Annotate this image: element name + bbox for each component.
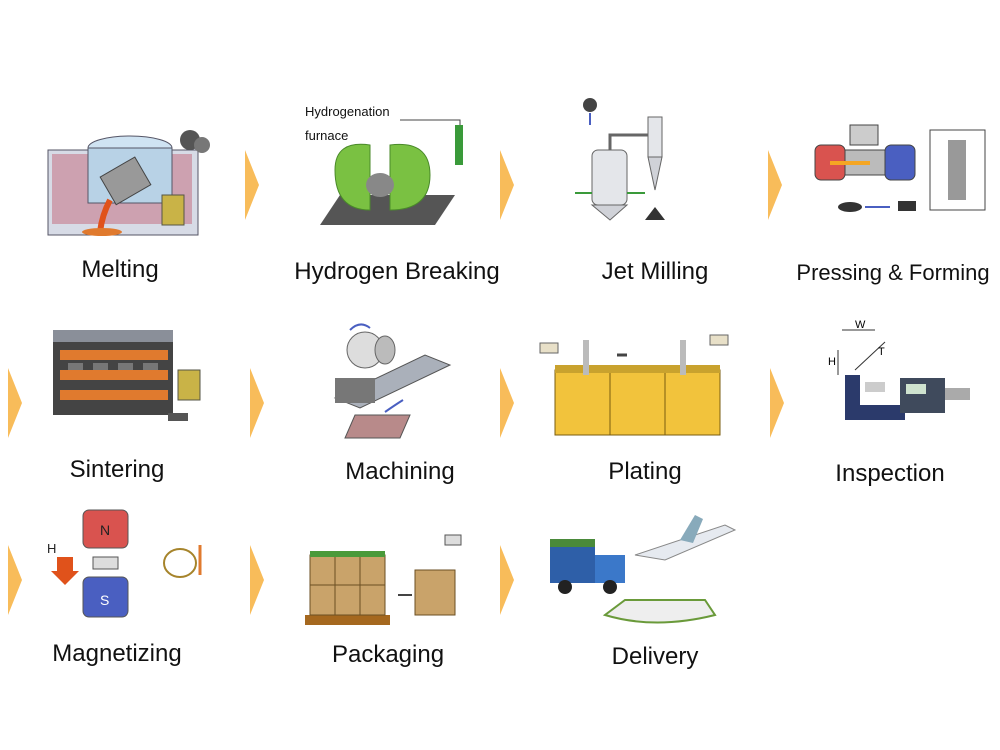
axis-w: W — [855, 319, 866, 331]
arrow-icon — [500, 368, 514, 438]
sintering-furnace-icon — [53, 330, 201, 421]
annotation-hydrogenation: Hydrogenation — [305, 104, 390, 119]
step-plating — [535, 325, 740, 440]
delivery-vehicles-icon — [550, 515, 737, 624]
pole-n: N — [100, 522, 110, 538]
step-hydrogen-breaking: Hydrogenation furnace — [295, 100, 475, 240]
melting-furnace-icon — [47, 130, 210, 236]
arrow-icon — [768, 150, 782, 220]
plating-tank-icon — [539, 334, 729, 436]
step-pressing-forming — [810, 115, 990, 225]
field-h: H — [47, 541, 56, 556]
step-delivery — [545, 505, 745, 635]
axis-t: T — [878, 346, 885, 358]
step-label-jet-milling: Jet Milling — [601, 258, 709, 285]
axis-h: H — [828, 356, 836, 368]
step-melting — [40, 120, 220, 240]
arrow-icon — [770, 368, 784, 438]
arrow-icon — [500, 545, 514, 615]
micrometer-icon: W H T — [828, 319, 970, 420]
step-sintering — [48, 325, 213, 425]
magnetizer-icon: N S H — [47, 509, 202, 618]
arrow-icon — [250, 368, 264, 438]
machining-icon — [333, 323, 452, 439]
step-machining — [325, 320, 465, 440]
jet-mill-icon — [575, 98, 665, 221]
arrow-icon — [8, 545, 22, 615]
step-label-machining: Machining — [345, 458, 455, 485]
step-label-delivery: Delivery — [611, 643, 699, 670]
step-label-sintering: Sintering — [69, 456, 165, 483]
press-icon — [814, 124, 986, 212]
step-inspection: W H T — [820, 319, 975, 440]
step-label-hydrogen-breaking: Hydrogen Breaking — [294, 258, 500, 285]
step-magnetizing: N S H — [45, 505, 220, 625]
arrow-icon — [250, 545, 264, 615]
step-label-pressing-forming: Pressing & Forming — [796, 260, 990, 285]
arrow-icon — [245, 150, 259, 220]
arrow-icon — [8, 368, 22, 438]
pole-s: S — [100, 592, 109, 608]
arrow-icon — [500, 150, 514, 220]
step-label-melting: Melting — [81, 256, 159, 283]
step-label-inspection: Inspection — [835, 460, 945, 487]
annotation-furnace: furnace — [305, 128, 349, 143]
step-label-magnetizing: Magnetizing — [52, 640, 182, 667]
step-label-plating: Plating — [608, 458, 682, 485]
step-label-packaging: Packaging — [331, 641, 445, 668]
packaging-boxes-icon — [305, 534, 462, 625]
step-jet-milling — [570, 95, 700, 235]
step-packaging — [300, 515, 470, 630]
hydrogenation-furnace-icon — [320, 119, 463, 225]
